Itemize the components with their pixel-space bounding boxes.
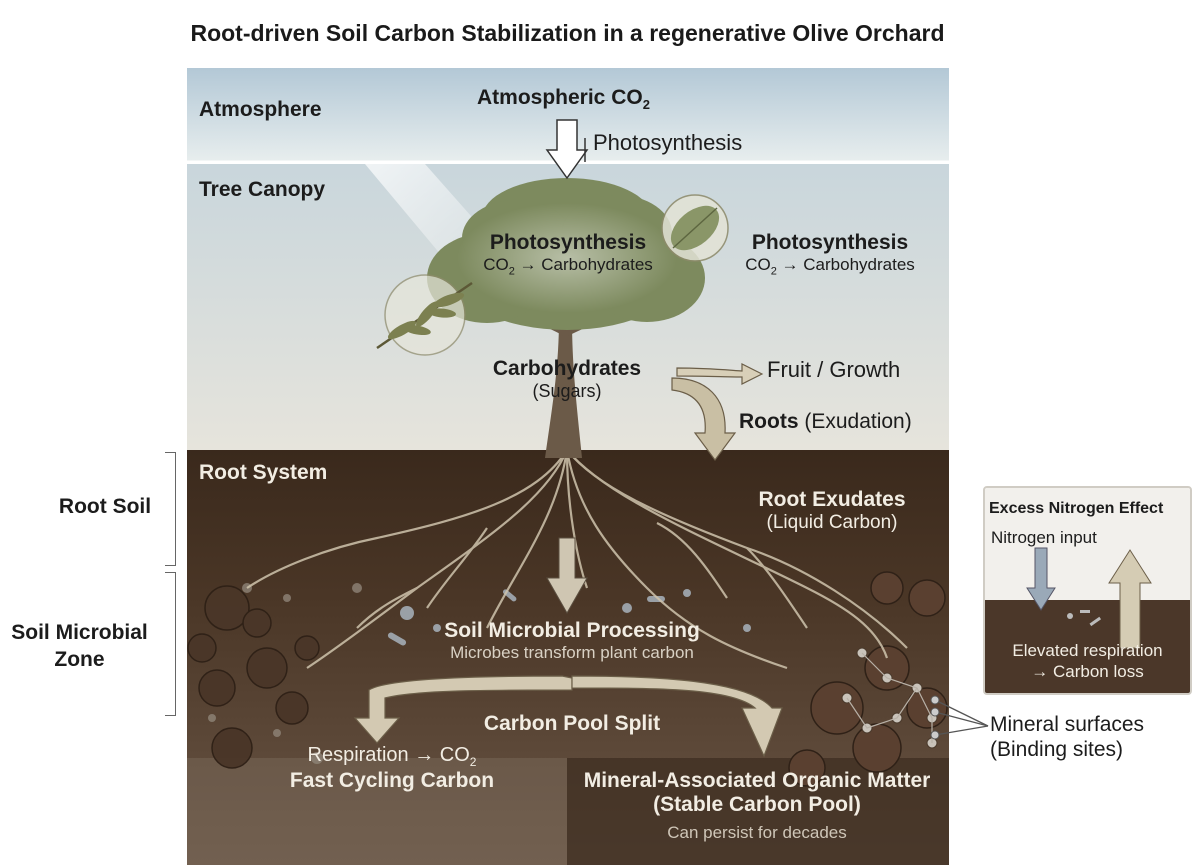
olive-branch-icon — [376, 274, 473, 356]
nitrogen-box-title: Excess Nitrogen Effect — [989, 500, 1164, 517]
nitrogen-down-arrow-icon — [1026, 547, 1056, 611]
microbe-particles — [387, 589, 751, 646]
bracket-microbial-zone — [165, 572, 176, 716]
zone-label-root-system: Root System — [199, 461, 328, 484]
carbon-pool-split-label: Carbon Pool Split — [483, 712, 661, 735]
leaf-icon — [661, 194, 729, 262]
excess-nitrogen-panel: Excess Nitrogen Effect Nitrogen input El… — [983, 486, 1192, 695]
curved-arrow-icon — [671, 377, 737, 462]
elevated-respiration-label: Elevated respiration → Carbon loss — [1012, 641, 1163, 681]
bracket-root-soil — [165, 452, 176, 566]
side-label-microbial-zone: Soil Microbial Zone — [11, 621, 148, 671]
photosynthesis-label-right: Photosynthesis CO2 → Carbohydrates — [745, 231, 915, 278]
root-exudates-label: Root Exudates (Liquid Carbon) — [758, 488, 906, 533]
roots-exudation-label: Roots (Exudation) — [739, 410, 912, 433]
atmospheric-co2-label: Atmospheric CO2 — [477, 86, 650, 113]
down-arrow-icon — [545, 119, 589, 180]
zone-label-atmosphere: Atmosphere — [199, 98, 322, 121]
mineral-surfaces-label: Mineral surfaces (Binding sites) — [990, 713, 1145, 761]
nitrogen-input-label: Nitrogen input — [991, 528, 1097, 547]
zone-label-canopy: Tree Canopy — [199, 178, 326, 201]
fruit-growth-label: Fruit / Growth — [767, 357, 901, 382]
maom-label: Mineral-Associated Organic Matter (Stabl… — [583, 769, 931, 842]
microbial-processing-label: Soil Microbial Processing Microbes trans… — [444, 619, 700, 662]
fast-cycling-label: Respiration → CO2 Fast Cycling Carbon — [289, 744, 495, 792]
diagram-panel: Atmosphere Tree Canopy Root System Atmos… — [187, 68, 949, 865]
exudate-arrow-icon — [546, 537, 588, 615]
mineral-callout-lines — [930, 695, 989, 740]
side-label-root-soil: Root Soil — [58, 495, 152, 518]
root-network — [246, 449, 908, 670]
page-title: Root-driven Soil Carbon Stabilization in… — [190, 20, 945, 46]
respiration-up-arrow-icon — [1108, 549, 1152, 649]
carbon-split-arrows — [353, 675, 783, 758]
diagram-artwork — [187, 68, 949, 865]
atmosphere-photosynthesis-label: Photosynthesis — [593, 130, 743, 155]
soil-aggregates-left — [187, 585, 320, 769]
tree-trunk — [545, 318, 582, 458]
photosynthesis-label-canopy: Photosynthesis CO2 → Carbohydrates — [483, 231, 653, 278]
carbohydrates-label: Carbohydrates (Sugars) — [492, 357, 642, 401]
fruit-arrow-icon — [676, 363, 764, 385]
